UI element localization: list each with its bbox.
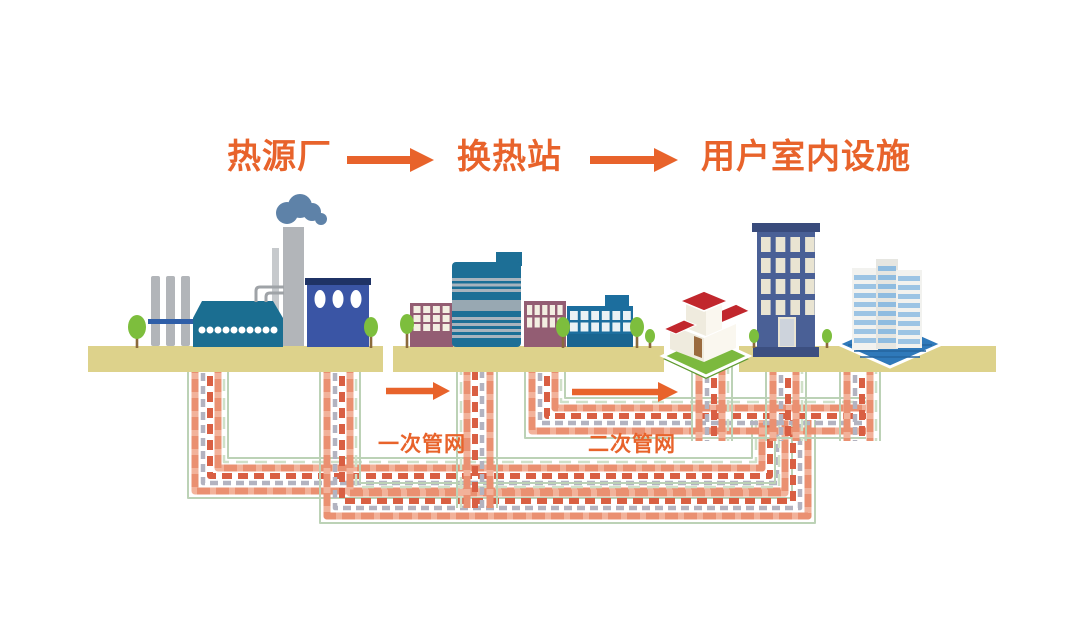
chimney-icon [151,276,160,346]
smoke-icon [276,194,327,225]
feed-pipe-icon [148,319,230,324]
connector-pipe-icon [254,285,284,302]
primary-direction-arrow-icon [386,382,450,400]
label-heat-exchange-station: 换热站 [457,138,562,176]
ground-strips [88,346,996,372]
heat-exchange-station-illustration [410,252,633,347]
pipe-bundle-secondary-shallow-run [524,360,866,439]
ground-strip-left [88,346,383,372]
roof-icon [678,290,730,312]
chimney-icon [166,276,175,346]
tree-icon [645,329,655,348]
house-illustration [659,290,753,379]
secondary-direction-arrow-icon [572,382,678,402]
flow-arrow-2-icon [590,148,678,172]
thin-stack-icon [272,248,279,346]
door-icon [694,336,702,358]
tree-icon [364,317,378,348]
boiler-tank-icon [193,301,283,347]
pipe-bundle-office-drop [839,362,881,441]
tall-stack-icon [283,227,304,346]
office-tower-illustration [834,259,946,369]
station-tower-icon [452,252,522,347]
trees [128,314,832,348]
connector-pipe-icon [264,291,284,302]
heat-source-plant-illustration [148,194,371,347]
tree-icon [128,315,146,348]
blue-building-icon [567,295,633,347]
chimney-icon [181,276,190,346]
flow-arrows [347,148,678,402]
label-primary-pipe-network: 一次管网 [378,433,466,456]
tree-icon [556,317,570,348]
tree-icon [822,329,832,348]
plant-hall-icon [305,278,371,347]
pipe-bundle-primary-return-run [319,360,816,524]
tower-slab-icon [896,270,922,348]
tower-slab-icon [852,268,878,350]
flow-arrow-1-icon [347,148,434,172]
tree-icon [749,329,759,348]
tower-slab-icon [876,259,898,349]
porch-roof-icon [662,319,698,335]
ground-strip-middle [393,346,664,372]
tree-icon [400,314,414,348]
apartment-building-illustration [752,223,820,357]
label-secondary-pipe-network: 二次管网 [588,433,676,456]
label-user-indoor-facilities: 用户室内设施 [701,138,911,176]
underground-pipe-network [187,360,881,524]
entrance-door-icon [778,317,796,348]
tree-icon [630,317,644,348]
mauve-building-left-icon [410,303,453,347]
pipe-bundle-station-riser [456,360,498,508]
pipe-bundle-apartment-drop [765,362,807,441]
label-heat-source-plant: 热源厂 [227,138,332,176]
